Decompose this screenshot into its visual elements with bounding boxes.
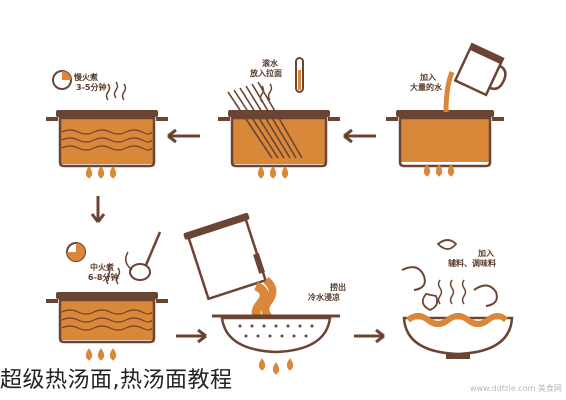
boil-noodles-label-line2: 放入拉面	[249, 68, 282, 78]
step-add-water: 加入 大量的水	[386, 42, 507, 177]
add-water-label-line2: 大量的水	[410, 82, 443, 92]
drain-label-line2: 冷水浸凉	[308, 292, 340, 302]
arrow-right-icon	[176, 328, 207, 344]
add-ingredients-label-line2: 辅料、调味料	[448, 258, 496, 268]
arrow-right-icon	[354, 328, 385, 344]
boil-noodles-label-line1: 滚水	[262, 58, 279, 68]
add-ingredients-label-line1: 加入	[477, 248, 494, 258]
low-heat-label-line2: 3-5分钟	[76, 82, 106, 92]
arrow-left-icon	[167, 128, 200, 144]
watermark-text: www.ddfzle.com 美食网	[470, 384, 562, 393]
arrow-left-icon	[343, 128, 376, 144]
add-water-label-line1: 加入	[419, 72, 436, 82]
step-medium-heat: 中火煮 6-8分钟	[46, 231, 168, 361]
step-low-heat: 慢火煮 3-5分钟	[46, 70, 168, 179]
drain-label-line1: 捞出	[330, 282, 346, 292]
medium-heat-label-line1: 中火煮	[90, 262, 114, 272]
step-add-ingredients: 加入 辅料、调味料	[401, 239, 514, 359]
medium-heat-label-line2: 6-8分钟	[88, 272, 118, 282]
step-drain: 捞出 冷水浸凉	[183, 212, 346, 375]
step-boil-noodles: 滚水 放入拉面	[218, 57, 340, 179]
page-caption: 超级热汤面,热汤面教程	[0, 368, 233, 393]
low-heat-label-line1: 慢火煮	[74, 72, 98, 82]
arrow-down-icon	[90, 196, 106, 223]
